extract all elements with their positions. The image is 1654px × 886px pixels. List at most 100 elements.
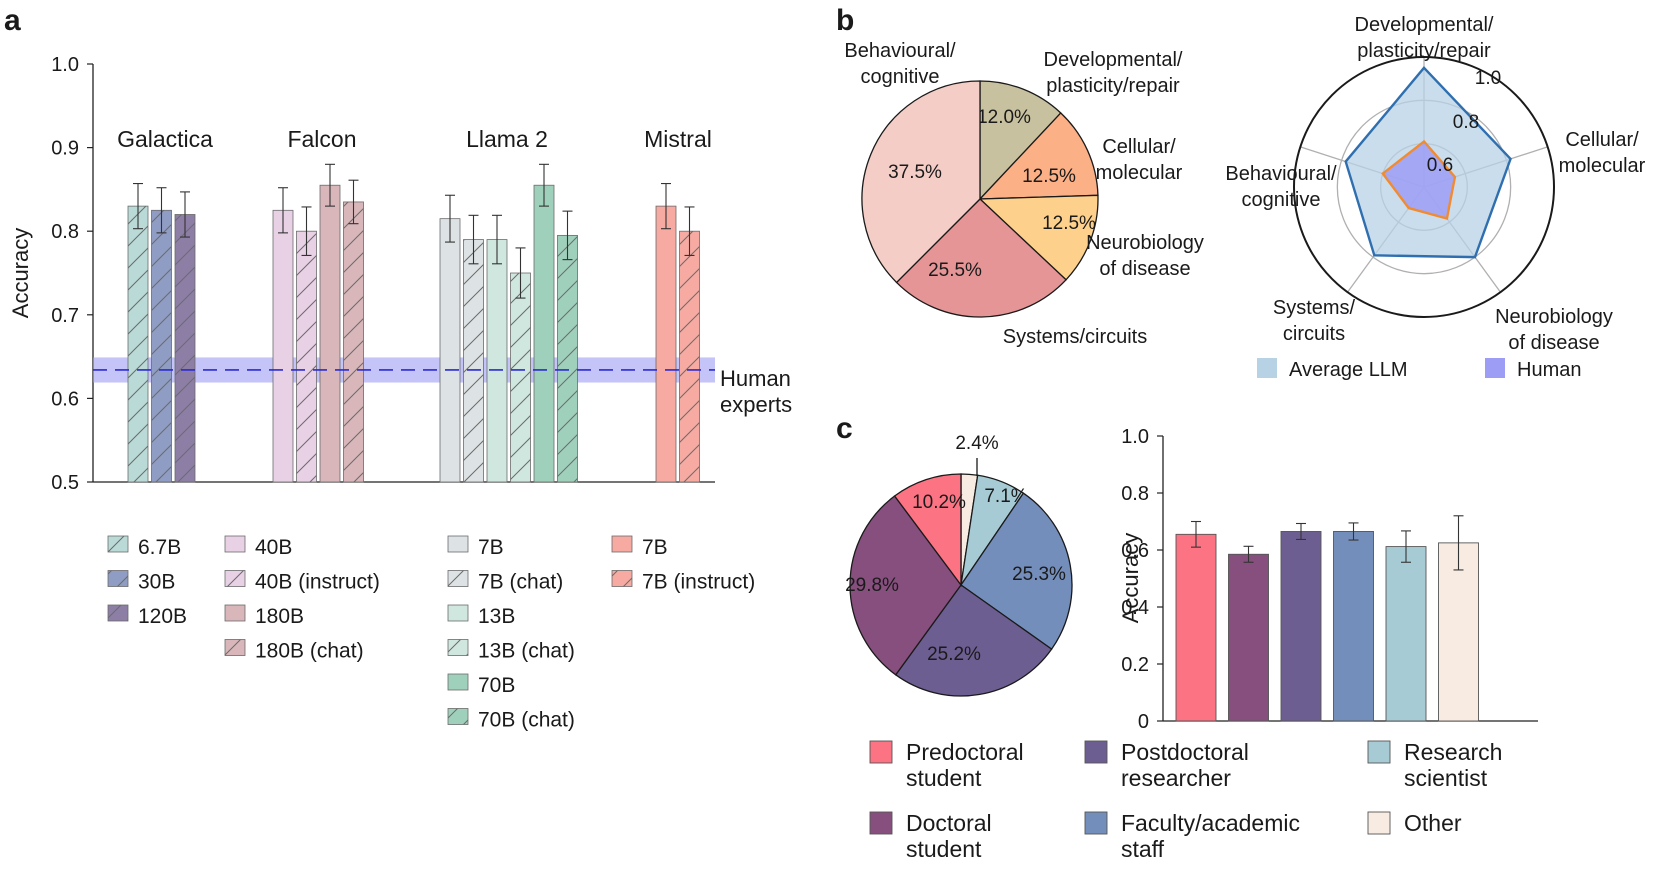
legend-swatch — [1084, 811, 1108, 835]
y-tick-label: 1.0 — [1121, 426, 1149, 448]
bar — [319, 184, 341, 483]
pie-category-label: cognitive — [861, 66, 940, 88]
legend-label: 30B — [138, 571, 175, 594]
legend-swatch — [447, 604, 469, 622]
pie-value-label: 25.5% — [928, 260, 982, 281]
bar — [533, 184, 555, 483]
legend-label: researcher — [1121, 765, 1231, 791]
legend-swatch — [1367, 811, 1391, 835]
y-tick-label: 0.5 — [51, 472, 79, 494]
y-tick-label: 1.0 — [51, 54, 79, 76]
pie-slice — [849, 495, 962, 676]
radar-outer-circle — [1293, 56, 1555, 318]
y-tick-label: 0.2 — [1121, 654, 1149, 676]
legend-label: 180B (chat) — [255, 640, 364, 663]
legend-swatch-hatch — [448, 639, 468, 656]
legend-label: Postdoctoral — [1121, 739, 1249, 765]
panel-label-c: c — [836, 412, 853, 445]
legend-swatch-hatch — [108, 605, 128, 621]
y-axis-label: Accuracy — [1118, 533, 1143, 623]
bar-hatch — [343, 201, 364, 482]
legend-label: 13B — [478, 605, 515, 628]
radar-tick-label: 1.0 — [1475, 68, 1501, 89]
y-tick-label: 0.9 — [51, 138, 79, 160]
radar-axis-label: plasticity/repair — [1357, 40, 1491, 62]
bar — [1385, 546, 1427, 722]
bar-hatch — [175, 214, 195, 483]
legend-swatch-hatch — [448, 570, 468, 587]
bar — [655, 205, 677, 483]
pie-slice — [894, 584, 1053, 697]
legend-label: 120B — [138, 605, 187, 628]
pie-category-label: plasticity/repair — [1046, 75, 1180, 97]
bar-hatch — [557, 235, 578, 482]
pie-category-label: Neurobiology — [1086, 232, 1204, 254]
bar-hatch — [296, 231, 317, 482]
legend-swatch-hatch — [108, 536, 128, 552]
legend-label: Other — [1404, 810, 1462, 836]
radar-axis-label: Behavioural/ — [1225, 163, 1337, 185]
radar-axis-label: Systems/ — [1273, 297, 1356, 319]
legend-swatch — [611, 535, 633, 553]
pie-category-label: molecular — [1096, 162, 1183, 184]
legend-label: 13B (chat) — [478, 640, 575, 663]
legend-swatch — [1485, 358, 1505, 378]
legend-swatch — [1367, 740, 1391, 764]
bar-hatch — [128, 206, 148, 482]
group-label: Mistral — [644, 126, 712, 152]
pie-value-label: 25.3% — [1012, 564, 1066, 585]
pie-category-label: Developmental/ — [1044, 49, 1183, 71]
radar-axis-label: molecular — [1559, 155, 1646, 177]
pie-category-label: Cellular/ — [1102, 136, 1176, 158]
legend-swatch-hatch — [448, 708, 468, 725]
legend-label: 7B — [642, 536, 668, 559]
pie-value-label: 37.5% — [888, 162, 942, 183]
legend-swatch — [1084, 740, 1108, 764]
pie-slice — [960, 492, 1073, 651]
legend-label: 7B (instruct) — [642, 571, 755, 594]
legend-swatch-hatch — [612, 570, 632, 587]
y-tick-label: 0.6 — [51, 388, 79, 410]
pie-slice — [978, 194, 1099, 281]
legend-label: Research — [1404, 739, 1502, 765]
radar-axis-label: cognitive — [1242, 189, 1321, 211]
panel-c-pie-chart: 7.1%25.3%25.2%29.8%10.2%2.4% — [845, 433, 1073, 697]
bar — [439, 218, 461, 483]
legend-swatch — [224, 535, 246, 553]
legend-swatch — [447, 673, 469, 691]
panel-b-pie-chart: 12.0%12.5%12.5%25.5%37.5%Developmental/p… — [844, 40, 1204, 348]
bar — [1175, 533, 1217, 722]
radar-tick-label: 0.8 — [1453, 112, 1479, 133]
y-tick-label: 0.8 — [1121, 483, 1149, 505]
bar — [272, 209, 294, 483]
radar-axis-label: Neurobiology — [1495, 306, 1613, 328]
legend-label: staff — [1121, 836, 1165, 862]
legend-label: 40B — [255, 536, 292, 559]
pie-value-label: 10.2% — [912, 492, 966, 513]
radar-tick-label: 0.6 — [1427, 155, 1453, 176]
radar-axis-label: Cellular/ — [1565, 129, 1639, 151]
y-tick-label: 0.7 — [51, 305, 79, 327]
radar-series-polygon — [1381, 139, 1457, 221]
pie-value-label: 12.5% — [1022, 166, 1076, 187]
bar-hatch — [151, 210, 172, 483]
y-tick-label: 0.6 — [1121, 540, 1149, 562]
legend-swatch-hatch — [108, 570, 128, 587]
y-tick-label: 0.4 — [1121, 597, 1149, 619]
legend-label: Human — [1517, 359, 1581, 381]
legend-label: 7B (chat) — [478, 571, 563, 594]
human-experts-label: experts — [720, 392, 792, 417]
legend-swatch — [1257, 358, 1277, 378]
panel-label-a: a — [4, 4, 21, 37]
pie-slice — [895, 198, 1067, 318]
radar-axis-label: of disease — [1508, 332, 1599, 354]
pie-value-label: 12.0% — [977, 107, 1031, 128]
bar — [1333, 531, 1374, 722]
panel-b-radar-chart: 0.60.81.0Developmental/plasticity/repair… — [1225, 14, 1645, 381]
legend-label: Average LLM — [1289, 359, 1408, 381]
bar-hatch — [679, 231, 700, 482]
y-tick-label: 0 — [1138, 711, 1149, 733]
legend-swatch — [224, 604, 246, 622]
pie-value-label: 25.2% — [927, 644, 981, 665]
group-label: Llama 2 — [466, 126, 548, 152]
